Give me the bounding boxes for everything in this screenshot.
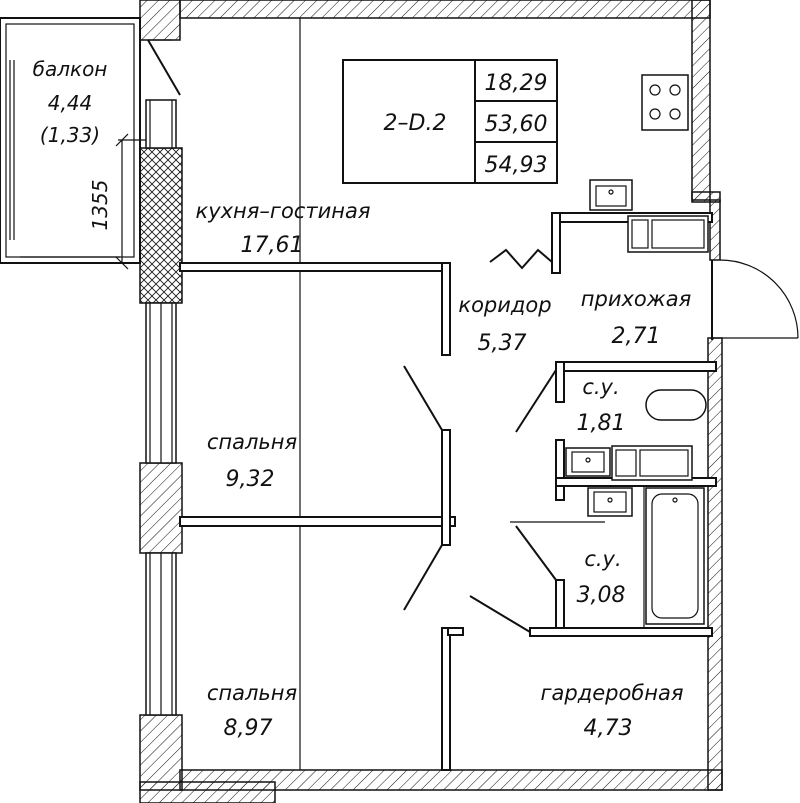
wc2-name: с.у. <box>584 547 621 571</box>
bathtub <box>645 487 705 625</box>
dimension-label: 1355 <box>88 180 112 231</box>
interior-walls <box>179 212 717 771</box>
hall-area: 2,71 <box>612 324 661 349</box>
plan-code: 2–D.2 <box>384 111 447 136</box>
washing-machine <box>611 445 693 481</box>
kitchen-area: 17,61 <box>241 233 304 258</box>
zigzag-symbol <box>489 248 553 270</box>
balcony-reduced-area: (1,33) <box>40 123 100 147</box>
corridor-name: коридор <box>458 293 551 317</box>
bedroom1-name: спальня <box>207 430 297 454</box>
fridge <box>627 215 709 253</box>
wc1-area: 1,81 <box>577 411 626 436</box>
stove <box>641 74 689 131</box>
dimension-line <box>115 133 146 270</box>
living-area: 18,29 <box>485 71 548 96</box>
balcony-door <box>147 39 181 96</box>
wardrobe-area: 4,73 <box>584 716 633 741</box>
kitchen-name: кухня–гостиная <box>196 199 371 223</box>
washbasin-1 <box>565 447 611 477</box>
wc2-area: 3,08 <box>577 583 626 608</box>
washbasin-2 <box>587 487 633 517</box>
balcony-area: 4,44 <box>48 91 93 115</box>
bedroom1-area: 9,32 <box>226 467 275 492</box>
balcony-name: балкон <box>33 57 108 81</box>
kitchen-sink <box>589 179 633 211</box>
bedroom2-area: 8,97 <box>224 716 273 741</box>
total-area-with-balcony: 54,93 <box>485 153 548 178</box>
divider-lines <box>299 18 645 770</box>
toilet-icon <box>645 389 707 421</box>
area-table: 2–D.2 18,29 53,60 54,93 <box>342 59 558 184</box>
wardrobe-name: гардеробная <box>540 681 683 705</box>
hall-name: прихожая <box>581 287 691 311</box>
wc1-name: с.у. <box>582 375 619 399</box>
door-leaves <box>403 365 557 633</box>
corridor-area: 5,37 <box>478 331 527 356</box>
room-labels: балкон 4,44 (1,33) 1355 кухня–гостиная 1… <box>33 57 692 741</box>
entrance-door <box>711 259 799 340</box>
bedroom2-name: спальня <box>207 681 297 705</box>
total-area: 53,60 <box>485 112 548 137</box>
